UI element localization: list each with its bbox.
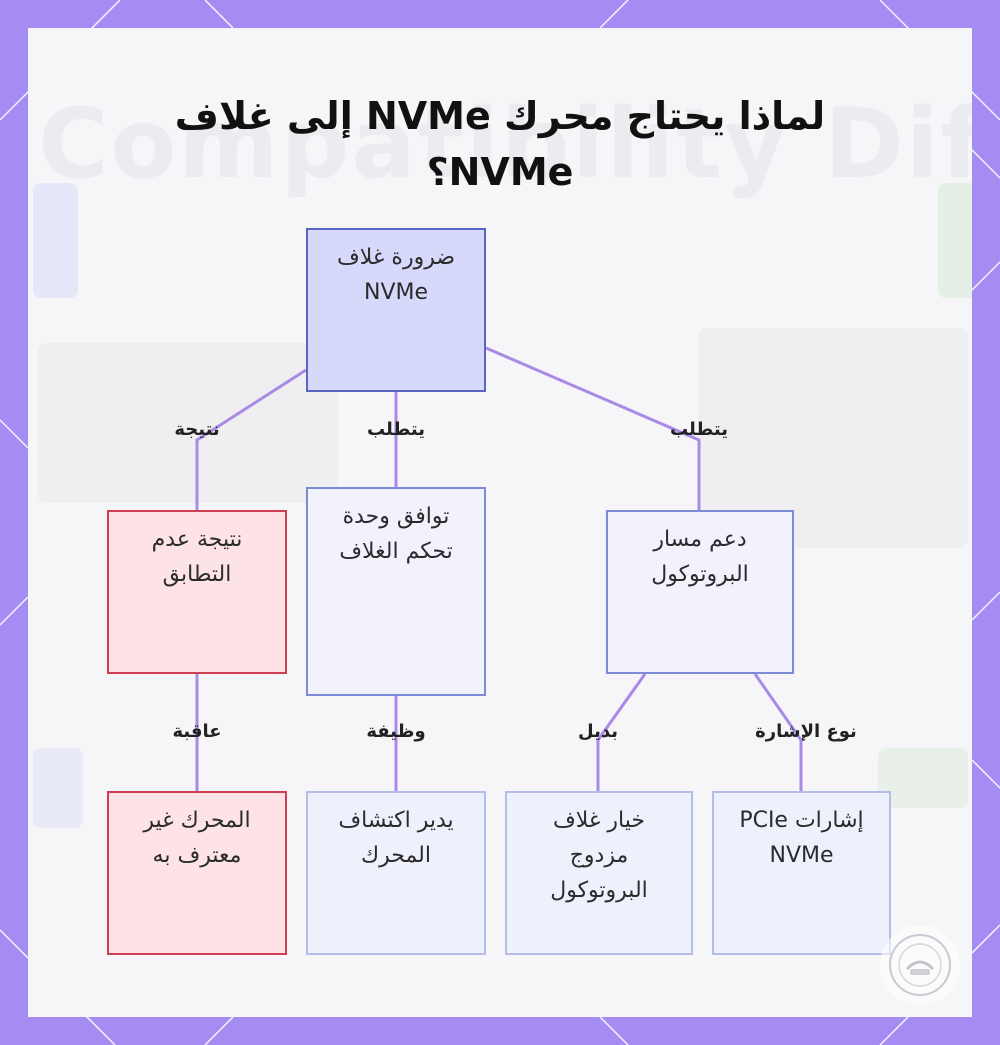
node-protocol-path: دعم مسار البروتوكول (606, 510, 794, 674)
node-controller: توافق وحدة تحكم الغلاف (306, 487, 486, 696)
background-blur-shape (878, 748, 968, 808)
node-root-label: ضرورة غلاف NVMe (336, 245, 456, 305)
node-detection: يدير اكتشاف المحرك (306, 791, 486, 955)
node-mismatch-label: نتيجة عدم التطابق (151, 527, 243, 587)
node-pcie-signals: إشارات PCIe NVMe (712, 791, 891, 955)
watermark-badge-icon (880, 925, 960, 1005)
background-watermark: Compatibility Differences (38, 88, 972, 200)
connector-protocol-to-pcie (753, 673, 803, 791)
edge-label-function: وظيفة (366, 721, 426, 742)
node-unrecognized: المحرك غير معترف به (107, 791, 287, 955)
node-pcie-signals-label: إشارات PCIe NVMe (739, 808, 864, 868)
node-unrecognized-label: المحرك غير معترف به (143, 808, 251, 868)
background-blur-shape (38, 343, 338, 503)
edge-label-signal-type: نوع الإشارة (755, 721, 857, 742)
edge-label-consequence: عاقبة (172, 721, 222, 742)
connector-protocol-to-dual (596, 673, 647, 791)
node-dual-enclosure-label: خيار غلاف مزدوج البروتوكول (550, 808, 648, 903)
edge-label-result: نتيجة (174, 419, 220, 440)
node-detection-label: يدير اكتشاف المحرك (338, 808, 454, 868)
edge-label-requires-protocol: يتطلب (669, 419, 729, 440)
background-blur-shape (938, 183, 972, 298)
node-controller-label: توافق وحدة تحكم الغلاف (339, 504, 453, 564)
node-mismatch: نتيجة عدم التطابق (107, 510, 287, 674)
edge-label-requires-controller: يتطلب (366, 419, 426, 440)
connector-root-to-protocol (485, 346, 701, 510)
node-dual-enclosure: خيار غلاف مزدوج البروتوكول (505, 791, 693, 955)
background-blur-shape (33, 183, 78, 298)
diagram-title: لماذا يحتاج محرك NVMe إلى غلاف NVMe؟ (174, 94, 826, 194)
connector-root-to-mismatch (195, 368, 307, 510)
background-blur-shape (33, 748, 83, 828)
node-root: ضرورة غلاف NVMe (306, 228, 486, 392)
edge-label-alternative: بديل (578, 721, 618, 742)
node-protocol-path-label: دعم مسار البروتوكول (651, 527, 749, 587)
